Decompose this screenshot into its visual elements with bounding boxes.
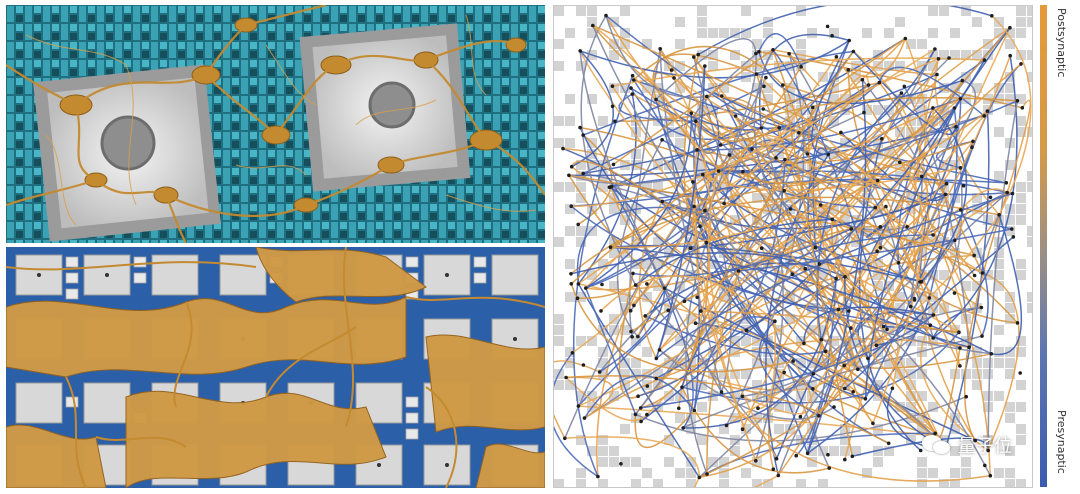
electrode-pad-1 [33,64,221,242]
colorbar-top-label: Postsynaptic [1055,8,1068,78]
wechat-icon [922,433,952,457]
sem-image-neurons-on-electrode-grid [6,247,545,488]
colorbar [1040,5,1047,487]
neuron-mat [6,247,545,488]
watermark: 量子位 [922,432,1012,458]
connectivity-map-graphic [554,6,1032,487]
sem-image-top-graphic [6,5,545,243]
connectivity-map [553,5,1033,488]
sem-image-neurons-on-chip-pads [6,5,545,243]
connection-curves [554,6,1032,487]
colorbar-bottom-label: Presynaptic [1055,410,1068,474]
neurites-bottom [6,247,545,488]
watermark-text: 量子位 [958,436,1012,457]
neurites [6,5,545,243]
sem-image-bottom-graphic [6,247,545,488]
